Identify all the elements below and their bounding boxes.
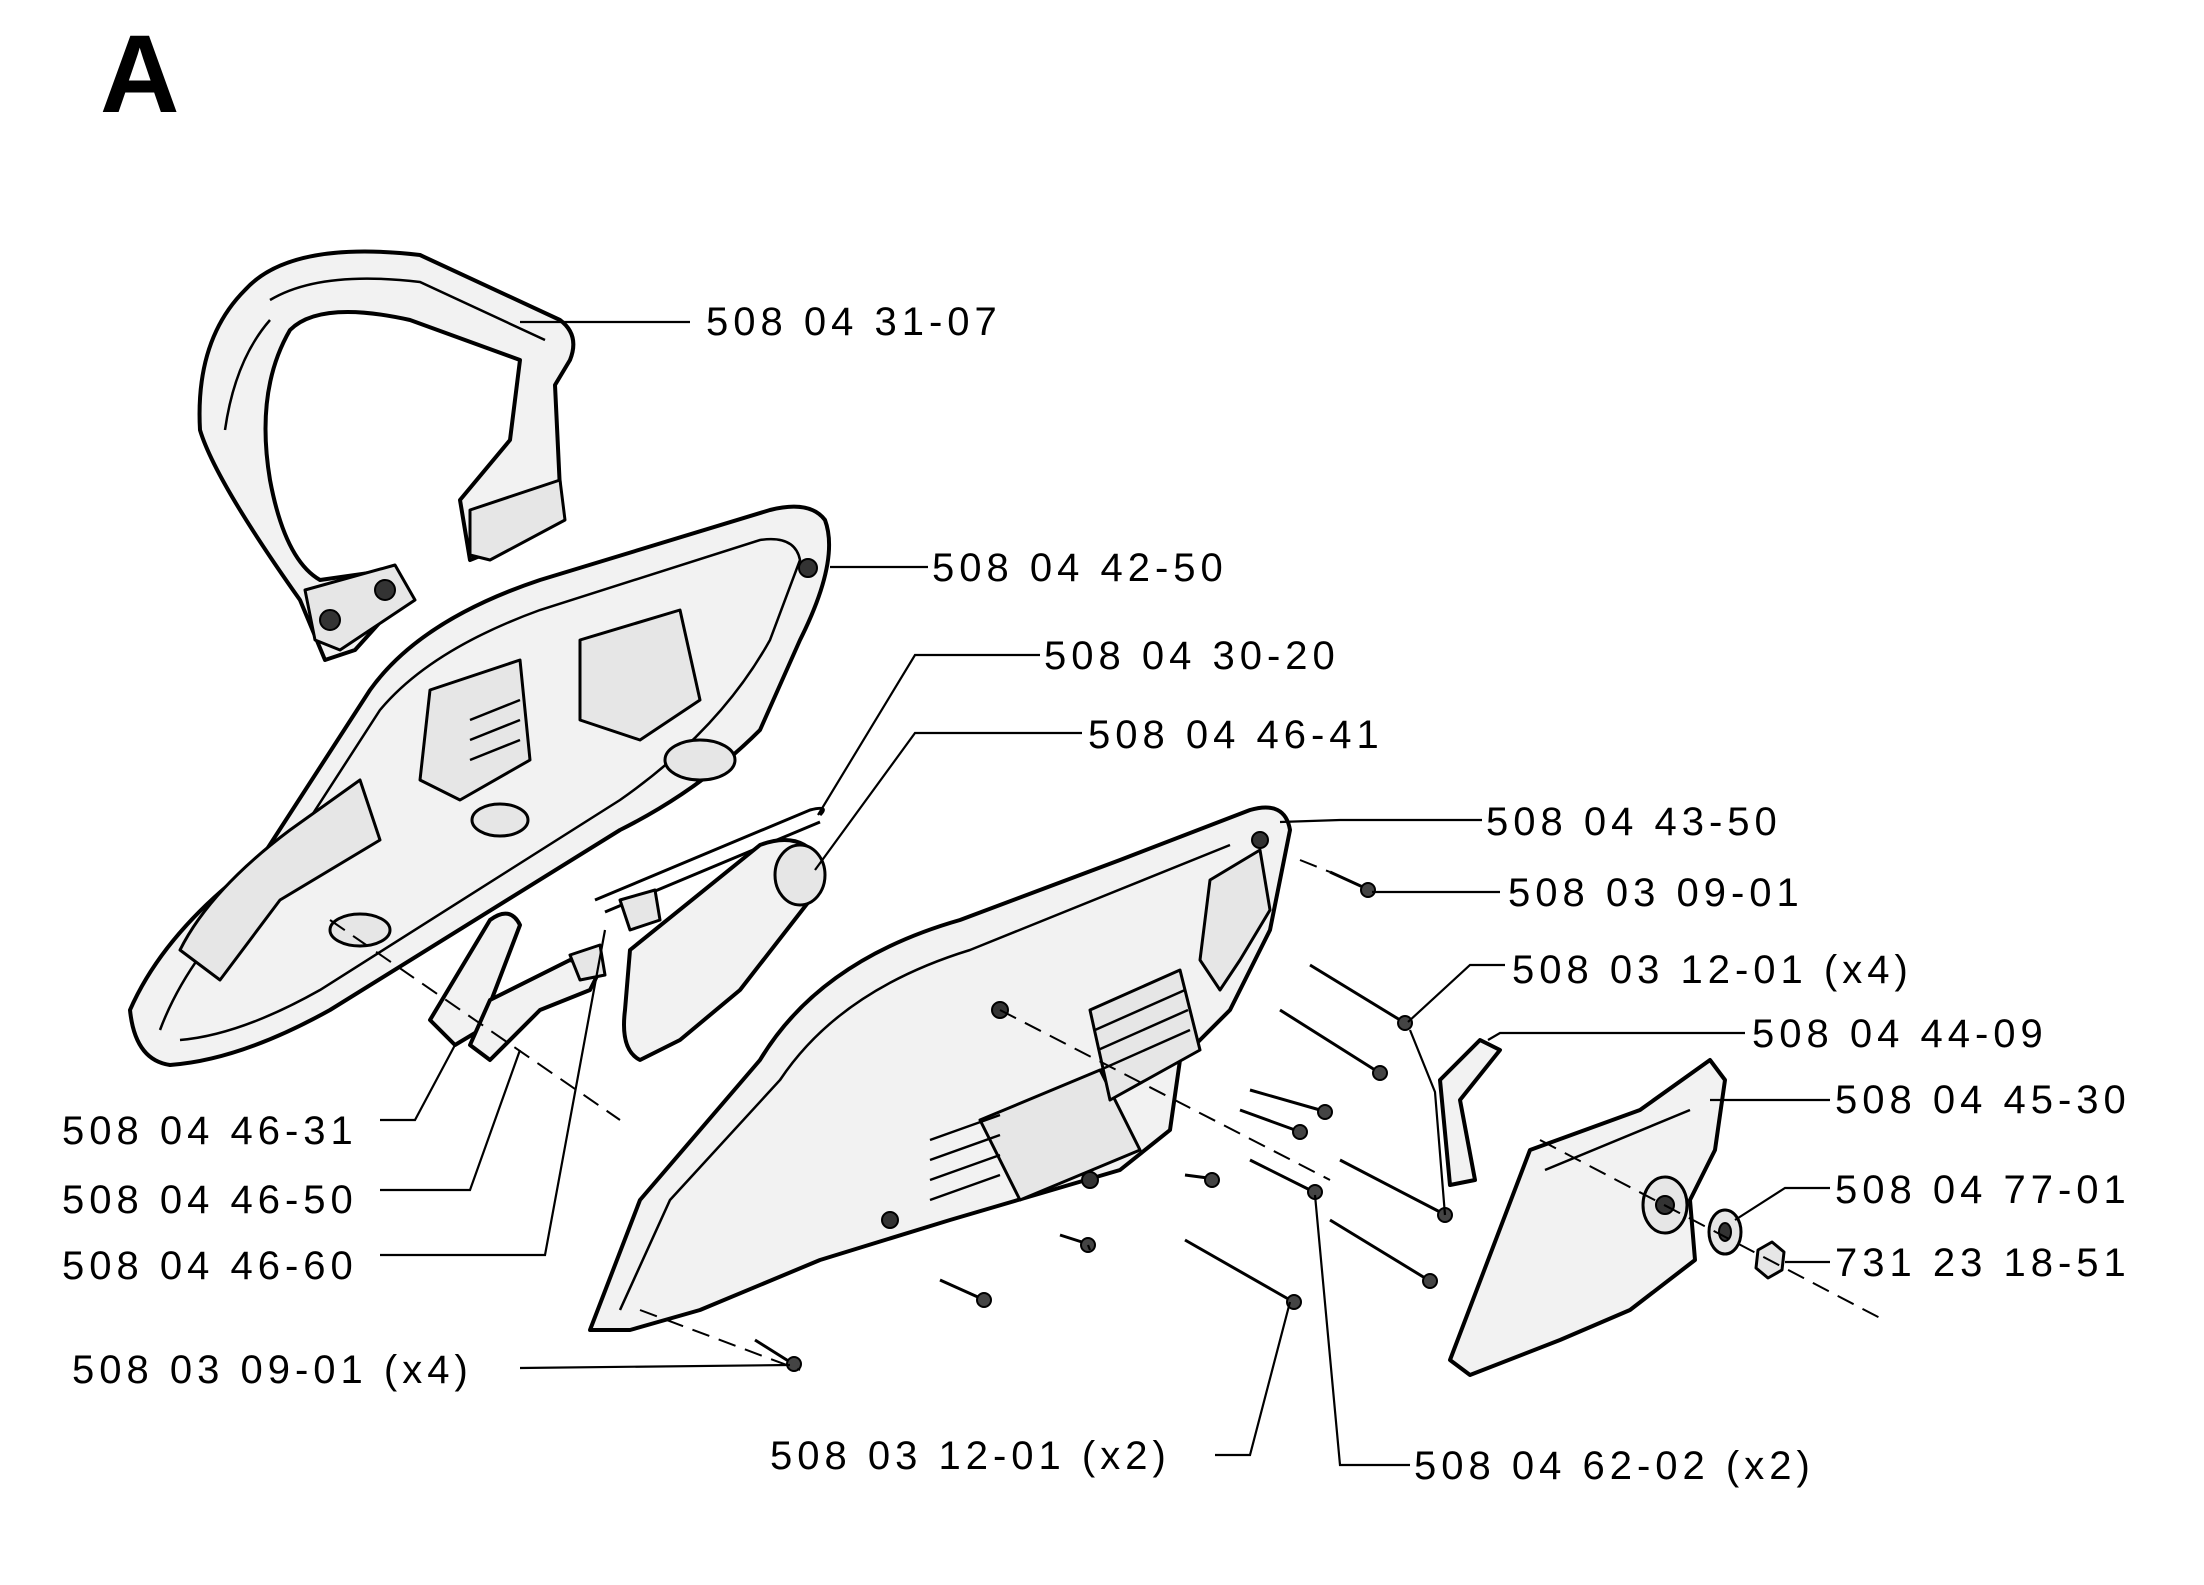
sheet-letter: A <box>100 13 180 136</box>
label-screw-x4: 508 03 09-01 (x4) <box>72 1348 473 1392</box>
left-cover-part <box>128 504 832 1067</box>
leader-lines <box>380 320 1830 1467</box>
label-wire-spring: 508 04 30-20 <box>1044 634 1340 678</box>
chain-cover-part <box>1448 1058 1727 1377</box>
washer-and-nut-parts <box>1707 1208 1786 1280</box>
right-cover-part <box>588 805 1292 1332</box>
bracket-part <box>1438 1038 1502 1187</box>
label-screw-long-x2: 508 03 12-01 (x2) <box>770 1434 1171 1478</box>
front-handle-part <box>197 249 576 662</box>
label-spacer-x2: 508 04 62-02 (x2) <box>1414 1444 1815 1488</box>
label-front-handle: 508 04 31-07 <box>706 300 1002 344</box>
label-screw-top: 508 03 09-01 <box>1508 871 1804 915</box>
label-latch-a: 508 04 46-31 <box>62 1109 358 1153</box>
latch-parts <box>428 911 607 1062</box>
label-screw-long-x4: 508 03 12-01 (x4) <box>1512 948 1913 992</box>
brake-lever-part <box>618 838 827 1062</box>
label-washer: 508 04 77-01 <box>1835 1168 2131 1212</box>
label-chain-cover: 508 04 45-30 <box>1835 1078 2131 1122</box>
label-bracket: 508 04 44-09 <box>1752 1012 2048 1056</box>
label-latch-c: 508 04 46-60 <box>62 1244 358 1288</box>
label-latch-b: 508 04 46-50 <box>62 1178 358 1222</box>
label-nut: 731 23 18-51 <box>1835 1241 2131 1285</box>
assembly-axes <box>329 859 1881 1371</box>
label-brake-lever: 508 04 46-41 <box>1088 713 1384 757</box>
label-right-cover: 508 04 43-50 <box>1486 800 1782 844</box>
label-left-cover: 508 04 42-50 <box>932 546 1228 590</box>
